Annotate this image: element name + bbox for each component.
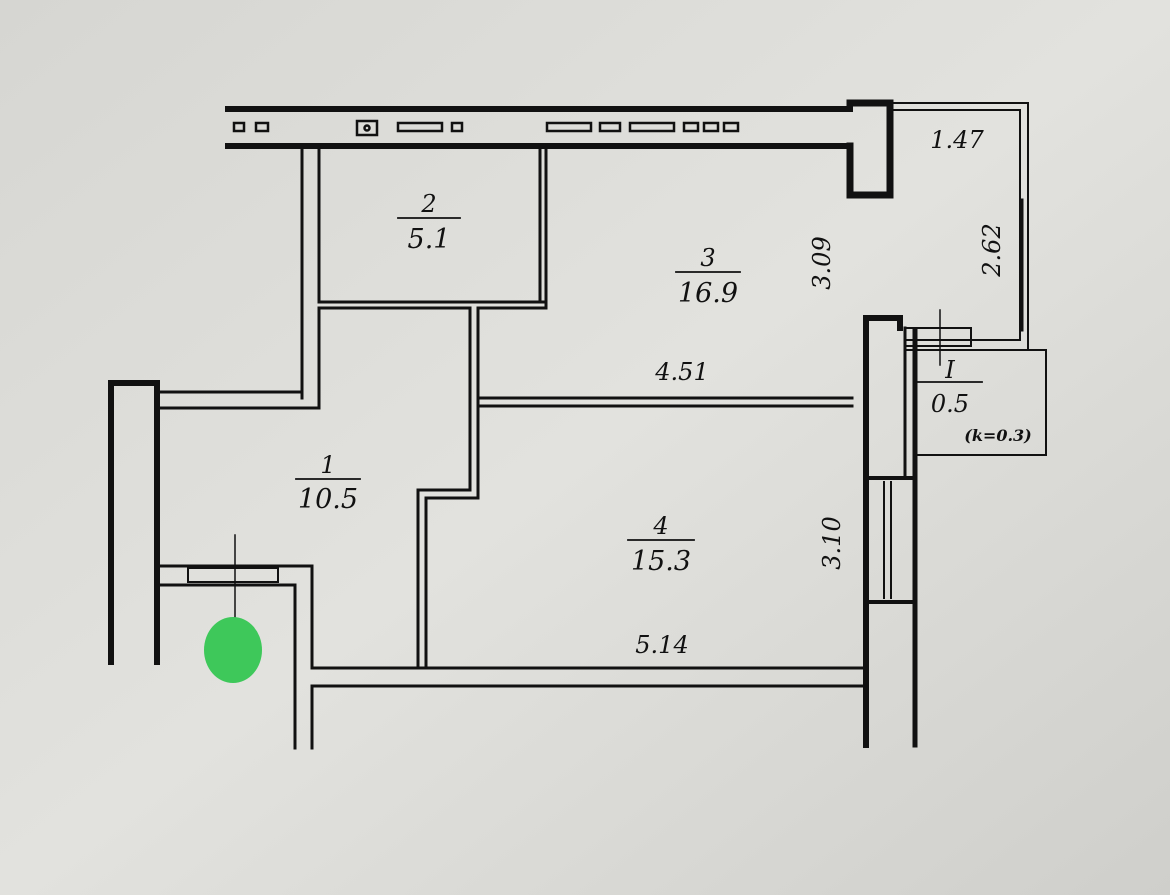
room-3-area: 16.9 (678, 278, 738, 309)
room-2-area: 5.1 (408, 224, 451, 255)
entrance-door (187, 567, 279, 583)
green-marker (204, 617, 262, 683)
balcony (889, 102, 1047, 456)
dim-room3-width: 4.51 (654, 358, 708, 386)
dim-room4-width: 5.14 (635, 631, 688, 659)
fraction-bars (295, 217, 983, 541)
room-2-number: 2 (420, 190, 436, 218)
room-4-number: 4 (652, 512, 668, 540)
dim-room4-height: 3.10 (818, 516, 846, 569)
balcony-number: I (944, 356, 955, 384)
room-3-number: 3 (700, 244, 715, 272)
room-labels: 2 5.1 3 16.9 1 10.5 4 15.3 I 0.5 (k=0.3) (298, 190, 1032, 577)
dim-balcony-side: 2.62 (978, 223, 1006, 277)
balcony-coefficient: (k=0.3) (964, 426, 1031, 445)
dim-room3-height: 3.09 (808, 236, 836, 289)
top-right-pillar (846, 99, 894, 199)
dim-balcony-top: 1.47 (930, 126, 984, 154)
balcony-area: 0.5 (931, 390, 969, 418)
top-wall-openings (232, 119, 740, 137)
left-exterior-wall (108, 380, 160, 665)
walls (108, 99, 1047, 750)
room-4-area: 15.3 (631, 546, 691, 577)
dimension-labels: 1.47 2.62 3.09 4.51 3.10 5.14 (635, 126, 1006, 659)
room-1-number: 1 (320, 451, 335, 479)
room-1-area: 10.5 (298, 484, 358, 515)
